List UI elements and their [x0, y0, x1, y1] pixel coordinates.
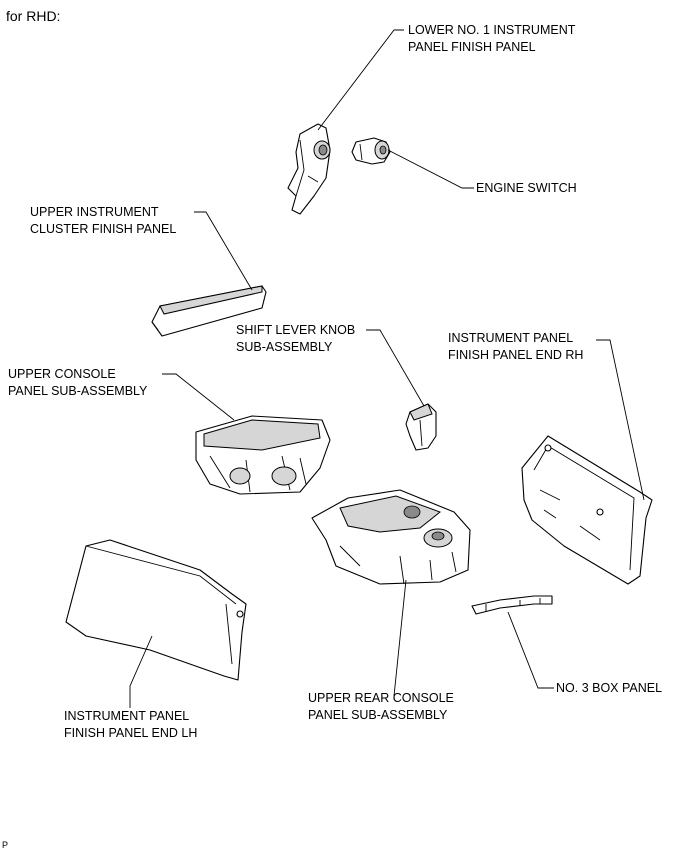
label-line: UPPER REAR CONSOLE	[308, 691, 454, 705]
label-line: INSTRUMENT PANEL	[64, 709, 190, 723]
leader-upper-console	[162, 373, 235, 421]
label-line: SUB-ASSEMBLY	[236, 340, 333, 354]
label-line: LOWER NO. 1 INSTRUMENT	[408, 23, 576, 37]
label-line: FINISH PANEL END LH	[64, 726, 198, 740]
panel-end-rh-part	[521, 435, 653, 585]
panel-end-lh-part	[65, 539, 247, 681]
label-line: NO. 3 BOX PANEL	[556, 681, 663, 695]
label-no3-box-panel: NO. 3 BOX PANEL	[556, 680, 662, 697]
figure-code: P	[2, 840, 9, 850]
label-upper-rear-console: UPPER REAR CONSOLE PANEL SUB-ASSEMBLY	[308, 690, 454, 724]
label-upper-cluster-panel: UPPER INSTRUMENT CLUSTER FINISH PANEL	[30, 204, 176, 238]
label-upper-console: UPPER CONSOLE PANEL SUB-ASSEMBLY	[8, 366, 147, 400]
no3-box-panel-part	[471, 595, 553, 615]
leader-lower-no1	[317, 29, 404, 131]
label-line: UPPER INSTRUMENT	[30, 205, 159, 219]
label-panel-end-lh: INSTRUMENT PANEL FINISH PANEL END LH	[64, 708, 197, 742]
leader-shift-knob	[366, 329, 425, 407]
engine-switch-part	[351, 137, 391, 165]
label-line: PANEL FINISH PANEL	[408, 40, 536, 54]
leader-no3-box	[507, 611, 554, 689]
label-line: PANEL SUB-ASSEMBLY	[308, 708, 448, 722]
label-line: FINISH PANEL END RH	[448, 348, 584, 362]
label-line: PANEL SUB-ASSEMBLY	[8, 384, 148, 398]
label-line: SHIFT LEVER KNOB	[236, 323, 356, 337]
leader-panel-end-rh	[596, 339, 645, 501]
upper-console-part	[195, 415, 331, 495]
leader-upper-rear-console	[393, 579, 407, 697]
page-title: for RHD:	[6, 8, 61, 24]
shift-knob-part	[405, 403, 437, 451]
leader-engine-switch	[387, 149, 474, 189]
label-panel-end-rh: INSTRUMENT PANEL FINISH PANEL END RH	[448, 330, 583, 364]
label-shift-knob: SHIFT LEVER KNOB SUB-ASSEMBLY	[236, 322, 355, 356]
label-engine-switch: ENGINE SWITCH	[476, 180, 577, 197]
label-lower-no1-panel: LOWER NO. 1 INSTRUMENT PANEL FINISH PANE…	[408, 22, 575, 56]
lower-no1-panel-part	[287, 123, 331, 215]
label-line: INSTRUMENT PANEL	[448, 331, 574, 345]
label-line: ENGINE SWITCH	[476, 181, 577, 195]
label-line: UPPER CONSOLE	[8, 367, 116, 381]
upper-cluster-panel-part	[151, 285, 267, 337]
leader-upper-cluster	[194, 211, 253, 291]
leader-panel-end-lh	[129, 635, 153, 708]
upper-rear-console-part	[311, 489, 471, 585]
label-line: CLUSTER FINISH PANEL	[30, 222, 177, 236]
